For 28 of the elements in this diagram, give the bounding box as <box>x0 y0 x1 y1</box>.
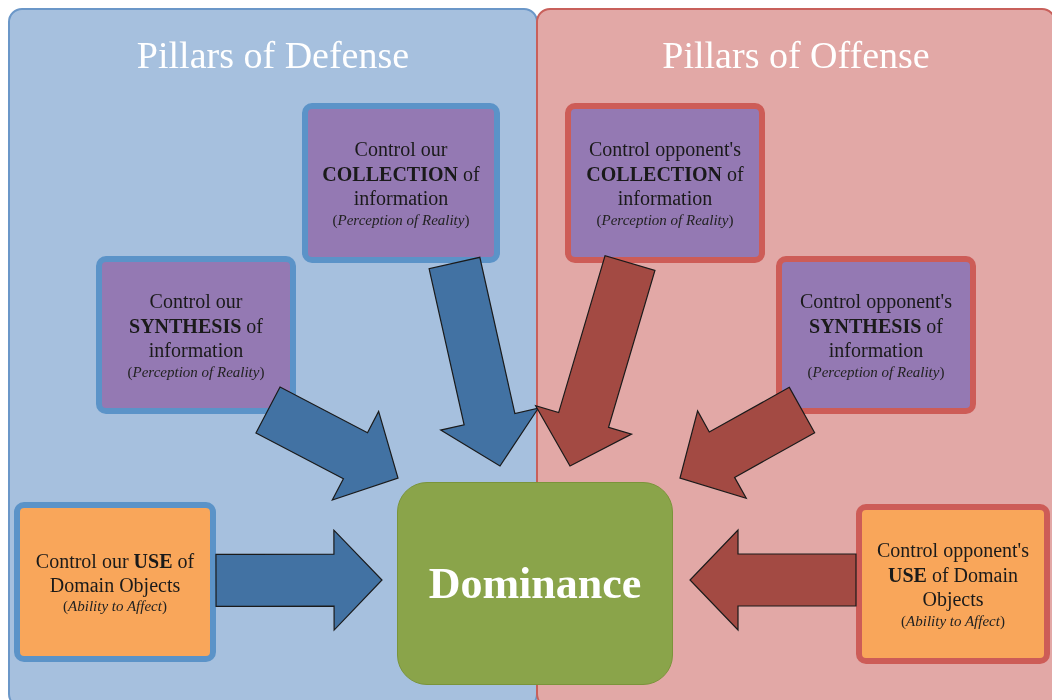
pillar-box <box>565 103 765 263</box>
pillar-subtitle: (Perception of Reality) <box>596 211 734 229</box>
pillar-label: Control opponent's SYNTHESIS of information <box>799 289 953 363</box>
goal-box <box>397 482 673 685</box>
pillar-box <box>856 504 1050 664</box>
block-arrow <box>689 528 857 632</box>
pillar-label: Control our SYNTHESIS of information <box>128 289 264 363</box>
pillar-box <box>96 256 296 414</box>
pillar-label: Control our COLLECTION of information <box>321 137 481 211</box>
pillar-label: Control opponent's COLLECTION of information <box>585 137 745 211</box>
block-arrow <box>428 256 540 467</box>
panel-title: Pillars of Offense <box>662 36 930 74</box>
pillar-box <box>302 103 500 263</box>
pillar-subtitle: (Perception of Reality) <box>332 211 470 229</box>
block-arrow <box>679 386 816 500</box>
goal-label: Dominance <box>428 558 642 609</box>
pillar-box <box>14 502 216 662</box>
block-arrow <box>534 254 656 467</box>
pillar-label: Control our USE of Domain Objects <box>34 548 196 598</box>
block-arrow <box>255 386 399 502</box>
panel-title: Pillars of Defense <box>136 36 410 74</box>
pillar-label: Control opponent's USE of Domain Objects <box>876 538 1030 612</box>
block-arrow <box>215 528 383 632</box>
pillar-subtitle: (Ability to Affect) <box>901 612 1005 630</box>
pillar-subtitle: (Perception of Reality) <box>127 363 265 381</box>
pillar-box <box>776 256 976 414</box>
pillar-subtitle: (Ability to Affect) <box>63 598 167 616</box>
pillar-subtitle: (Perception of Reality) <box>807 363 945 381</box>
